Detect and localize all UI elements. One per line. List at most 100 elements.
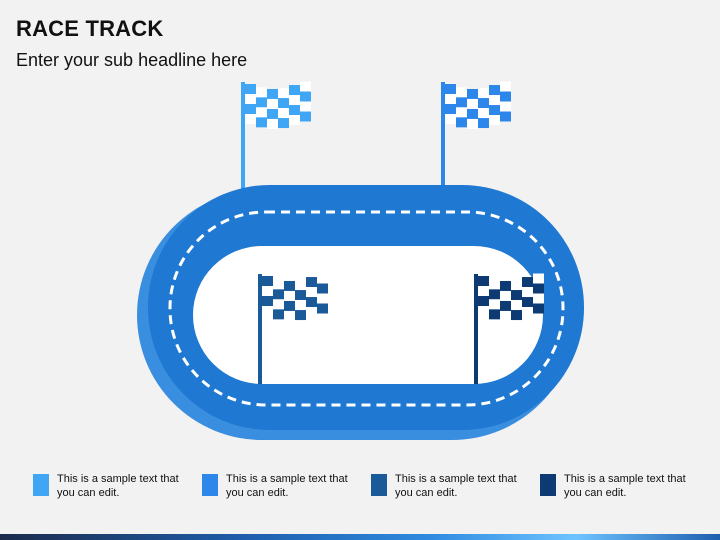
- flag-square: [306, 277, 317, 288]
- legend-item: This is a sample text that you can edit.: [371, 472, 531, 512]
- flag-square: [500, 81, 511, 92]
- flag-square: [278, 98, 289, 109]
- legend-item: This is a sample text that you can edit.: [540, 472, 700, 512]
- flag-square: [300, 91, 311, 102]
- page-title: RACE TRACK: [16, 16, 164, 41]
- flag-square: [478, 306, 489, 316]
- legend-swatch: [371, 474, 387, 496]
- flag-square: [256, 87, 267, 98]
- legend-swatch: [540, 474, 556, 496]
- flag-square: [278, 88, 289, 99]
- flag-square: [295, 300, 306, 311]
- flag-square: [456, 117, 467, 128]
- flag-square: [489, 105, 500, 116]
- flag-square: [456, 107, 467, 118]
- flag-square: [273, 279, 284, 290]
- flag-square: [478, 286, 489, 296]
- flag-square: [511, 280, 522, 291]
- flag-square: [245, 104, 256, 114]
- flag-square: [456, 97, 467, 108]
- legend-text[interactable]: This is a sample text that you can edit.: [395, 473, 517, 499]
- flag-square: [511, 300, 522, 311]
- flag-top-right: [441, 81, 511, 192]
- flag-square: [262, 276, 273, 286]
- flag-square: [500, 101, 511, 112]
- flag-square: [478, 276, 489, 286]
- flag-square: [278, 118, 289, 129]
- flag-pole: [441, 82, 445, 192]
- flag-square: [295, 310, 306, 321]
- flag-square: [500, 280, 511, 291]
- flag-inner-right: [474, 273, 544, 384]
- checkered-flag-icon: [445, 81, 511, 129]
- legend-item: This is a sample text that you can edit.: [33, 472, 193, 512]
- flag-square: [500, 300, 511, 311]
- flag-square: [306, 297, 317, 308]
- flag-square: [300, 101, 311, 112]
- flag-pole: [474, 274, 478, 384]
- flag-square: [273, 289, 284, 300]
- flag-square: [317, 273, 328, 284]
- flag-square: [267, 118, 278, 129]
- flag-square: [306, 287, 317, 298]
- flag-square: [445, 94, 456, 104]
- flag-square: [306, 307, 317, 318]
- flag-square: [478, 296, 489, 306]
- flag-square: [256, 117, 267, 128]
- flag-square: [262, 296, 273, 306]
- flag-square: [478, 98, 489, 109]
- flag-square: [273, 309, 284, 320]
- flag-square: [262, 306, 273, 316]
- flag-square: [467, 118, 478, 129]
- flag-square: [295, 290, 306, 301]
- flag-pole: [258, 274, 262, 384]
- flag-square: [267, 108, 278, 119]
- flag-square: [522, 297, 533, 308]
- flag-square: [284, 280, 295, 291]
- checkered-flag-icon: [245, 81, 311, 129]
- flag-square: [489, 289, 500, 300]
- flag-square: [489, 309, 500, 320]
- flag-square: [467, 88, 478, 99]
- flag-top-left: [241, 81, 311, 192]
- flag-square: [295, 280, 306, 291]
- flag-square: [500, 290, 511, 301]
- flag-square: [317, 293, 328, 304]
- legend-text[interactable]: This is a sample text that you can edit.: [226, 473, 348, 499]
- flag-square: [489, 279, 500, 290]
- flag-square: [478, 108, 489, 119]
- bottom-accent-bar: [0, 534, 720, 540]
- flag-square: [489, 299, 500, 310]
- flag-square: [445, 84, 456, 94]
- flag-square: [256, 97, 267, 108]
- flag-square: [445, 114, 456, 124]
- flag-square: [256, 107, 267, 118]
- flag-square: [317, 303, 328, 314]
- flag-pole: [241, 82, 245, 192]
- page-subtitle: Enter your sub headline here: [16, 50, 248, 70]
- flag-square: [245, 114, 256, 124]
- legend-item: This is a sample text that you can edit.: [202, 472, 362, 512]
- flag-square: [456, 87, 467, 98]
- flag-square: [278, 108, 289, 119]
- flag-square: [511, 290, 522, 301]
- flag-square: [533, 273, 544, 284]
- flag-square: [289, 95, 300, 106]
- flag-square: [478, 88, 489, 99]
- legend-text[interactable]: This is a sample text that you can edit.: [57, 473, 179, 499]
- legend-text[interactable]: This is a sample text that you can edit.: [564, 473, 686, 499]
- track-lane-line: [168, 210, 565, 407]
- flag-square: [445, 104, 456, 114]
- checkered-flag-icon: [262, 273, 328, 321]
- flag-square: [300, 81, 311, 92]
- flag-square: [533, 303, 544, 314]
- flag-square: [300, 111, 311, 122]
- flag-square: [267, 88, 278, 99]
- flag-square: [533, 293, 544, 304]
- flag-square: [511, 310, 522, 321]
- flag-square: [522, 287, 533, 298]
- flag-square: [533, 283, 544, 294]
- flag-square: [262, 286, 273, 296]
- flag-square: [284, 300, 295, 311]
